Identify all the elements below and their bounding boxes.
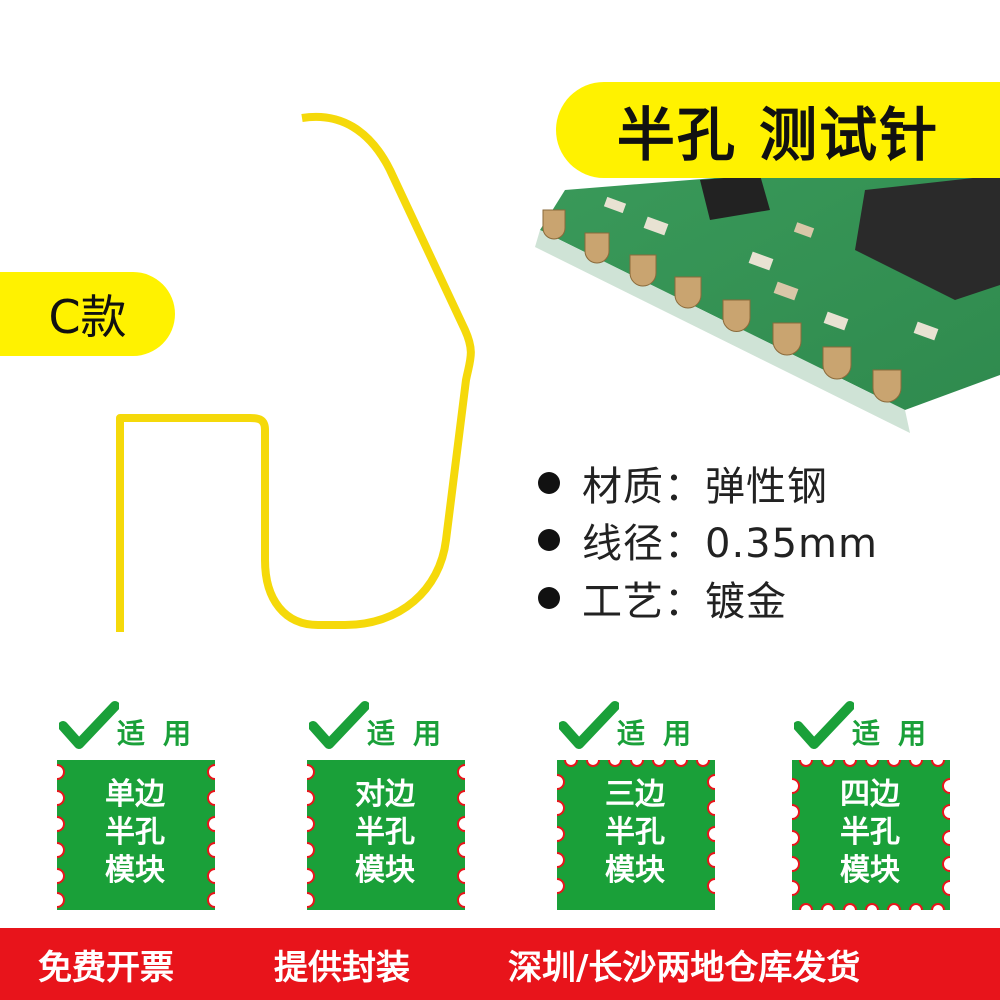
spec-text: 线径：0.35mm [582, 521, 878, 567]
card-single-side: 适用 单边 半孔 模块 [55, 700, 215, 915]
title-text: 半孔 测试针 [616, 101, 940, 169]
model-badge-text: C款 [48, 290, 127, 344]
card-line: 半孔 [105, 815, 165, 850]
card-line: 三边 [605, 777, 665, 812]
spec-wire-diameter: 线径：0.35mm [538, 511, 878, 569]
card-text: 四边 半孔 模块 [790, 776, 950, 890]
service-package: 提供封装 [274, 947, 410, 988]
spec-material: 材质：弹性钢 [538, 454, 828, 512]
card-text: 单边 半孔 模块 [55, 776, 215, 890]
card-header: 适用 [305, 700, 465, 760]
checkmark-icon [59, 701, 119, 749]
card-text: 对边 半孔 模块 [305, 776, 465, 890]
card-line: 模块 [105, 853, 165, 888]
title-banner: 半孔 测试针 [556, 82, 1000, 178]
checkmark-icon [559, 701, 619, 749]
model-badge: C款 [0, 272, 175, 356]
card-line: 半孔 [355, 815, 415, 850]
card-header: 适用 [55, 700, 215, 760]
half-hole-module-stamp [57, 760, 215, 910]
bullet-icon [538, 587, 560, 609]
bullet-icon [538, 529, 560, 551]
card-line: 单边 [105, 777, 165, 812]
card-line: 四边 [840, 777, 900, 812]
test-pin-wire-illustration [116, 112, 475, 632]
card-three-sides: 适用 三边 半孔 模块 [555, 700, 715, 915]
card-opposite-side: 适用 对边 半孔 模块 [305, 700, 465, 915]
card-line: 对边 [355, 777, 415, 812]
half-hole-module-stamp [557, 760, 715, 910]
card-suit-label: 适用 [117, 717, 210, 750]
pcb-module-image [535, 165, 1000, 433]
half-hole-module-stamp [792, 760, 950, 910]
service-invoice: 免费开票 [38, 947, 174, 988]
checkmark-icon [309, 701, 369, 749]
checkmark-icon [794, 701, 854, 749]
spec-text: 工艺：镀金 [582, 579, 787, 625]
spec-process: 工艺：镀金 [538, 569, 787, 627]
card-line: 半孔 [840, 815, 900, 850]
half-hole-module-stamp [307, 760, 465, 910]
card-line: 模块 [355, 853, 415, 888]
card-text: 三边 半孔 模块 [555, 776, 715, 890]
bullet-icon [538, 472, 560, 494]
card-four-sides: 适用 四边 半孔 模块 [790, 700, 950, 915]
card-suit-label: 适用 [852, 717, 945, 750]
spec-text: 材质：弹性钢 [582, 464, 828, 510]
card-line: 半孔 [605, 815, 665, 850]
card-line: 模块 [605, 853, 665, 888]
service-warehouse: 深圳/长沙两地仓库发货 [508, 947, 861, 988]
card-header: 适用 [790, 700, 950, 760]
card-suit-label: 适用 [367, 717, 460, 750]
card-line: 模块 [840, 853, 900, 888]
service-bar: 免费开票 提供封装 深圳/长沙两地仓库发货 [0, 928, 1000, 1000]
card-suit-label: 适用 [617, 717, 710, 750]
card-header: 适用 [555, 700, 715, 760]
